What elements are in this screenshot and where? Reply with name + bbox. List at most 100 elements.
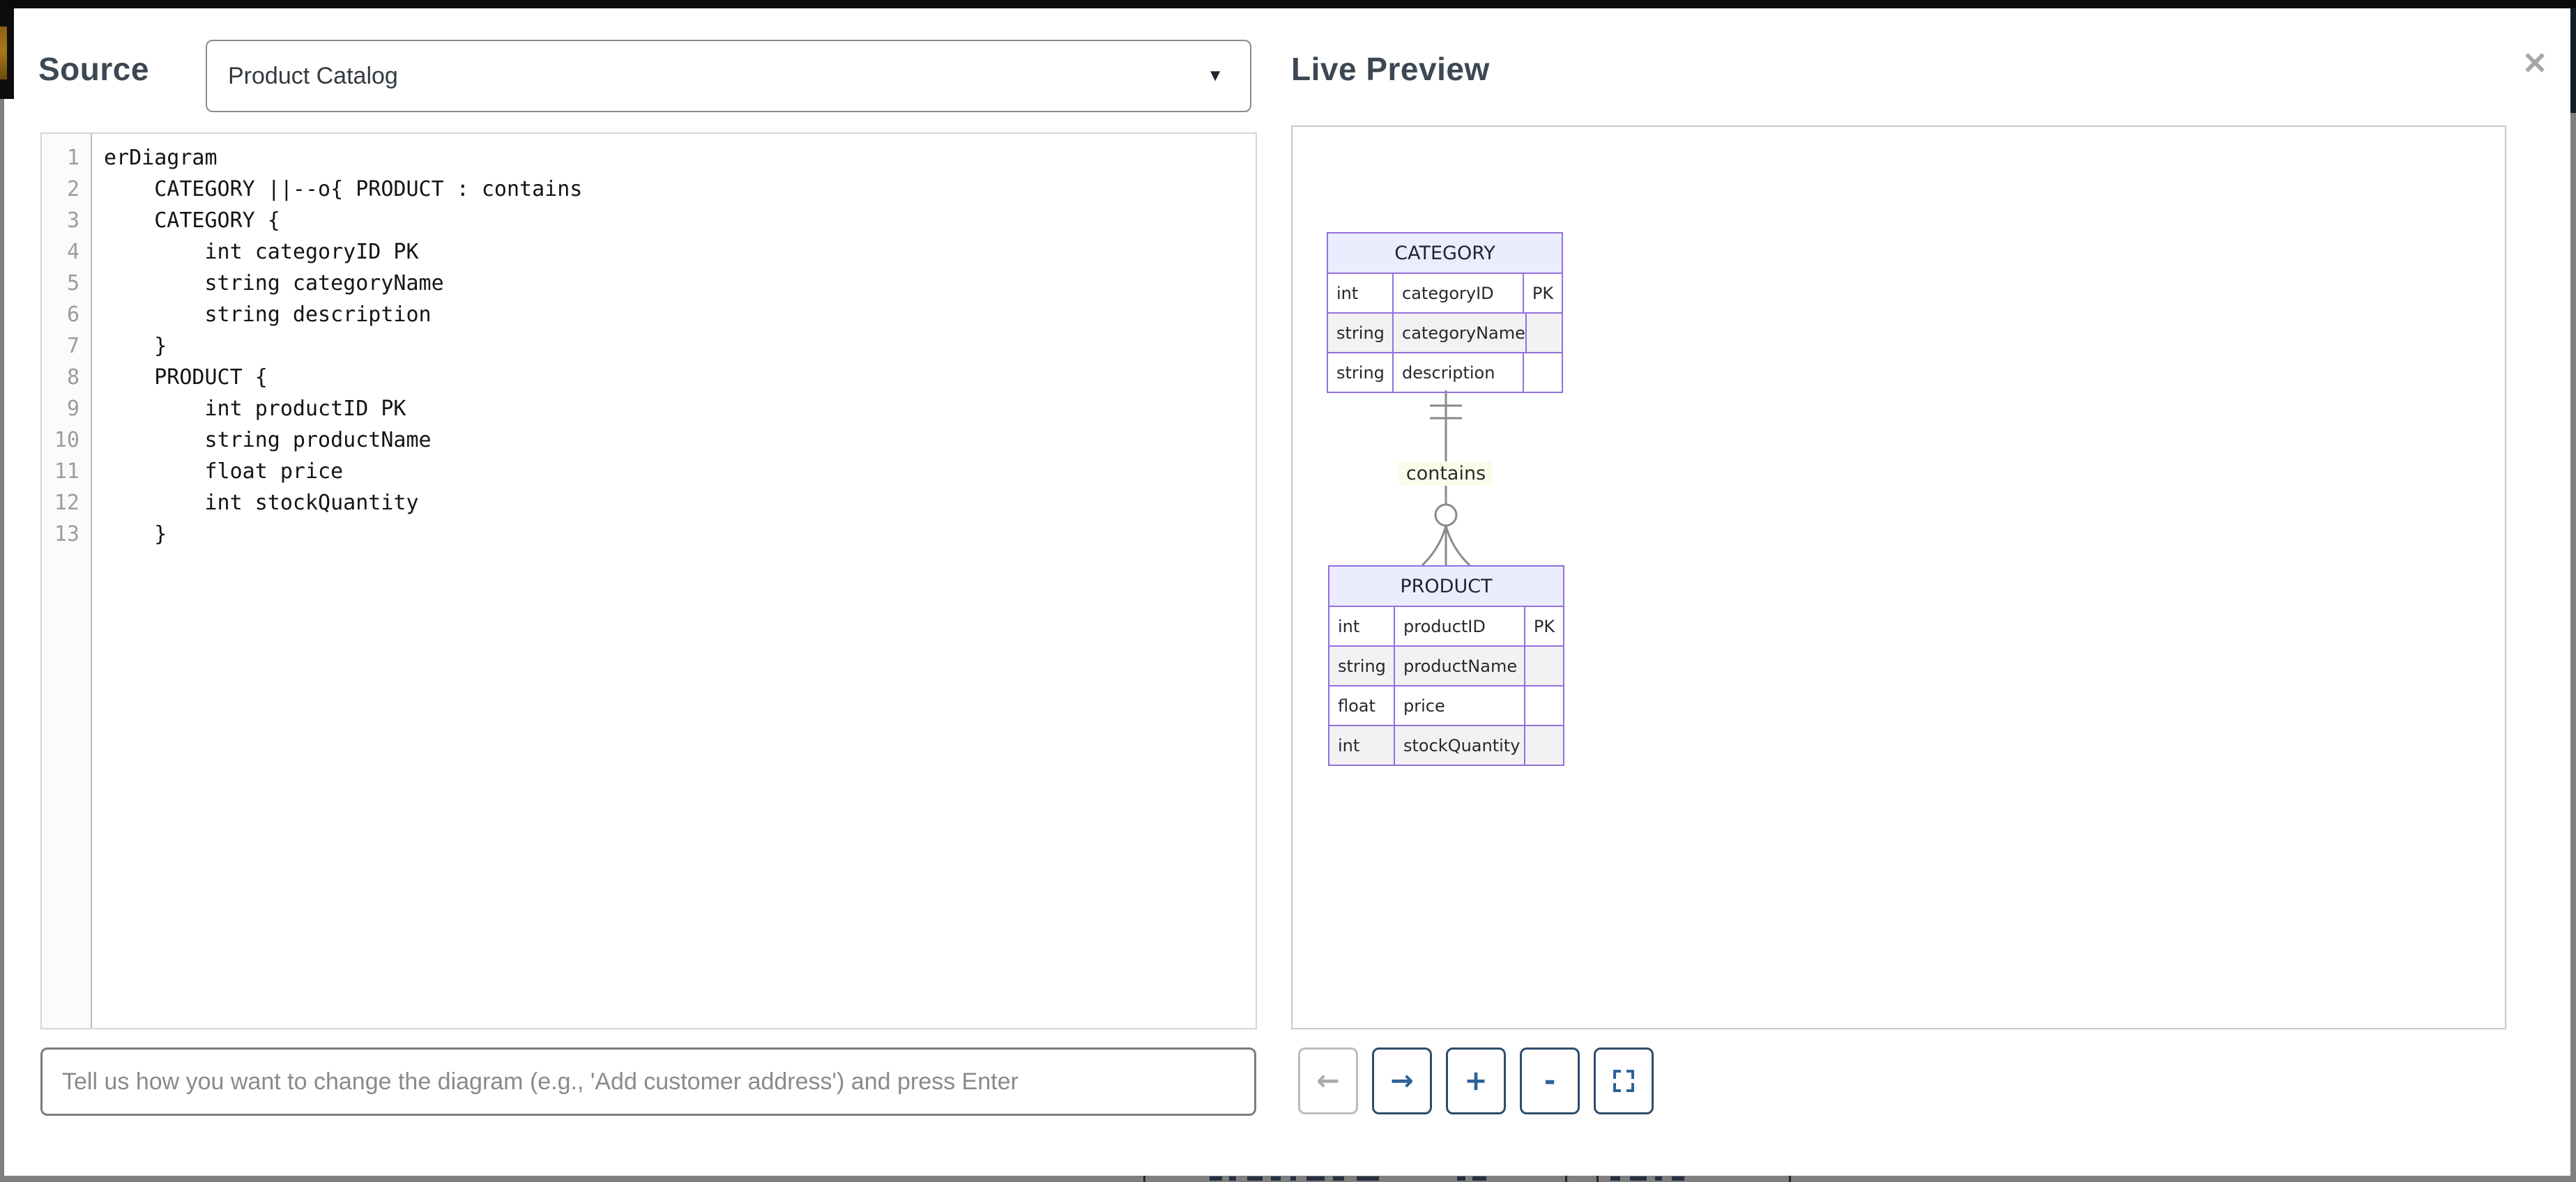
line-number: 1 [66,146,79,170]
entity-table-category: CATEGORY int categoryID PK string catego… [1327,232,1563,393]
code-line: 6 string description [42,299,1256,330]
fullscreen-button[interactable] [1594,1047,1654,1114]
attribute-type: string [1336,362,1385,383]
attribute-type: string [1336,323,1385,343]
code-text: } [104,522,167,546]
code-text: string productName [104,428,432,452]
forward-button[interactable]: → [1372,1047,1432,1114]
entity-attribute-row: int stockQuantity [1329,725,1563,765]
code-line: 13 } [42,519,1256,550]
code-text: CATEGORY ||--o{ PRODUCT : contains [104,177,583,201]
line-number: 7 [66,334,79,358]
attribute-name: productName [1394,647,1524,685]
close-button[interactable]: ✕ [2515,45,2554,84]
background-text-fragment [1229,1176,1236,1181]
entity-attribute-row: float price [1329,685,1563,725]
code-line: 12 int stockQuantity [42,487,1256,519]
code-line: 4 int categoryID PK [42,236,1256,268]
attribute-name: productID [1394,607,1524,645]
code-text: string description [104,302,432,327]
code-text: } [104,334,167,358]
background-page-right-edge-top [2570,8,2576,113]
relationship-label: contains [1398,461,1493,486]
source-panel-title: Source [38,51,149,87]
preview-panel-title: Live Preview [1291,51,1490,87]
line-number: 6 [66,302,79,327]
attribute-key [1524,686,1563,725]
zoom-out-button[interactable]: - [1520,1047,1580,1114]
preview-controls: ← → + - [1298,1047,1654,1114]
background-page-right-edge [2570,113,2576,1182]
background-divider-tick [1789,1176,1791,1182]
background-text-fragment [1333,1176,1344,1181]
background-text-fragment [1210,1176,1222,1181]
entity-rows: int productID PK string productName floa… [1329,606,1563,765]
attribute-key [1523,353,1562,392]
background-text-fragment [1610,1176,1620,1181]
code-text: erDiagram [104,146,218,170]
code-text: string categoryName [104,271,444,296]
background-text-fragment [1306,1176,1325,1181]
entity-name: CATEGORY [1328,233,1562,273]
code-lines: 1 erDiagram 2 CATEGORY ||--o{ PRODUCT : … [42,134,1256,550]
background-divider-tick [1565,1176,1567,1182]
background-logo-mark [0,26,7,79]
background-page-bottom-edge [0,1176,2576,1182]
line-number: 3 [66,208,79,233]
attribute-type: int [1336,283,1359,303]
fullscreen-brackets-icon [1613,1070,1634,1092]
entity-attribute-row: int productID PK [1329,606,1563,645]
diagram-select-value: Product Catalog [228,62,398,89]
background-text-fragment [1290,1176,1296,1181]
background-divider-tick [1596,1176,1599,1182]
entity-name: PRODUCT [1329,567,1563,606]
line-number: 11 [54,459,79,484]
diagram-change-prompt-input[interactable] [40,1047,1256,1116]
attribute-key [1524,726,1563,765]
attribute-key [1525,314,1564,352]
background-text-fragment [1472,1176,1486,1181]
code-line: 5 string categoryName [42,268,1256,299]
attribute-name: description [1392,353,1523,392]
close-icon: ✕ [2522,47,2548,81]
code-line: 10 string productName [42,424,1256,456]
attribute-name: price [1394,686,1524,725]
background-text-fragment [1271,1176,1281,1181]
entity-table-product: PRODUCT int productID PK string productN… [1328,565,1564,766]
line-number: 13 [54,522,79,546]
attribute-name: categoryID [1392,274,1523,312]
line-number: 10 [54,428,79,452]
background-text-fragment [1630,1176,1647,1181]
entity-rows: int categoryID PK string categoryName st… [1328,273,1562,392]
code-text: int productID PK [104,397,406,421]
plus-icon: + [1464,1065,1488,1097]
diagram-preview-canvas: contains CATEGORY int categoryID PK stri… [1291,125,2506,1029]
line-number: 2 [66,177,79,201]
zoom-in-button[interactable]: + [1446,1047,1506,1114]
entity-attribute-row: string categoryName [1328,312,1562,352]
attribute-type: float [1338,696,1375,716]
background-text-fragment [1247,1176,1263,1181]
diagram-select[interactable]: Product Catalog ▼ [206,40,1251,112]
code-editor[interactable]: 1 erDiagram 2 CATEGORY ||--o{ PRODUCT : … [40,132,1257,1029]
arrow-right-icon: → [1390,1065,1414,1097]
code-line: 3 CATEGORY { [42,205,1256,236]
line-number: 8 [66,365,79,390]
entity-attribute-row: string productName [1329,645,1563,685]
line-number: 12 [54,491,79,515]
background-page-top-edge [0,0,2576,8]
code-line: 2 CATEGORY ||--o{ PRODUCT : contains [42,174,1256,205]
attribute-type: int [1338,616,1360,636]
attribute-name: stockQuantity [1394,726,1524,765]
code-text: int stockQuantity [104,491,419,515]
background-page-left-edge [0,98,4,1182]
attribute-key: PK [1524,607,1563,645]
back-button[interactable]: ← [1298,1047,1358,1114]
code-line: 9 int productID PK [42,393,1256,424]
code-line: 11 float price [42,456,1256,487]
crow-foot-many-icon [1421,525,1471,567]
attribute-name: categoryName [1392,314,1525,352]
code-text: CATEGORY { [104,208,280,233]
code-text: float price [104,459,344,484]
